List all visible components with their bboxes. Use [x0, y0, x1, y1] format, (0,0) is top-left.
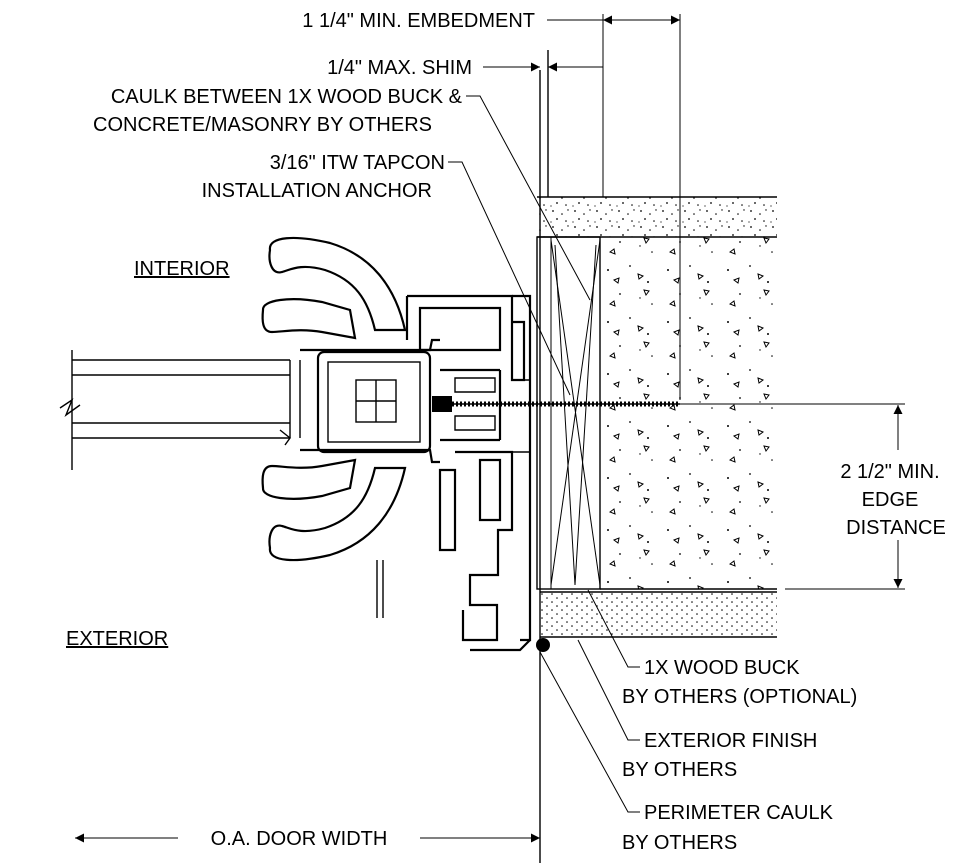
handle-lower [268, 466, 407, 562]
label-edge-2: EDGE [862, 489, 919, 511]
label-finish-2: BY OTHERS [622, 759, 737, 781]
exterior-finish-band [540, 592, 777, 637]
label-buck-1: 1X WOOD BUCK [644, 657, 800, 679]
label-finish-1: EXTERIOR FINISH [644, 730, 817, 752]
labels: 1 1/4" MIN. EMBEDMENT 1/4" MAX. SHIM CAU… [66, 10, 946, 854]
label-embedment: 1 1/4" MIN. EMBEDMENT [302, 10, 535, 32]
label-caulk-2: CONCRETE/MASONRY BY OTHERS [93, 114, 432, 136]
label-caulk-1: CAULK BETWEEN 1X WOOD BUCK & [111, 86, 463, 108]
label-exterior: EXTERIOR [66, 628, 168, 650]
top-finish-band [537, 197, 777, 237]
label-anchor-1: 3/16" ITW TAPCON [270, 152, 445, 174]
tapcon-anchor [432, 396, 905, 412]
label-interior: INTERIOR [134, 258, 230, 280]
label-perimeter-1: PERIMETER CAULK [644, 802, 834, 824]
label-perimeter-2: BY OTHERS [622, 832, 737, 854]
perimeter-caulk-bead [536, 638, 550, 652]
wall-section [536, 14, 777, 863]
label-edge-3: DISTANCE [846, 517, 946, 539]
concrete-block [600, 237, 777, 589]
label-door-width: O.A. DOOR WIDTH [211, 828, 388, 850]
label-buck-2: BY OTHERS (OPTIONAL) [622, 686, 857, 708]
label-edge-1: 2 1/2" MIN. [840, 461, 939, 483]
wood-buck [536, 236, 601, 590]
door-frame-profile [59, 236, 550, 652]
annotations [75, 15, 905, 843]
label-shim: 1/4" MAX. SHIM [327, 57, 472, 79]
label-anchor-2: INSTALLATION ANCHOR [202, 180, 432, 202]
handle-upper [268, 236, 407, 332]
